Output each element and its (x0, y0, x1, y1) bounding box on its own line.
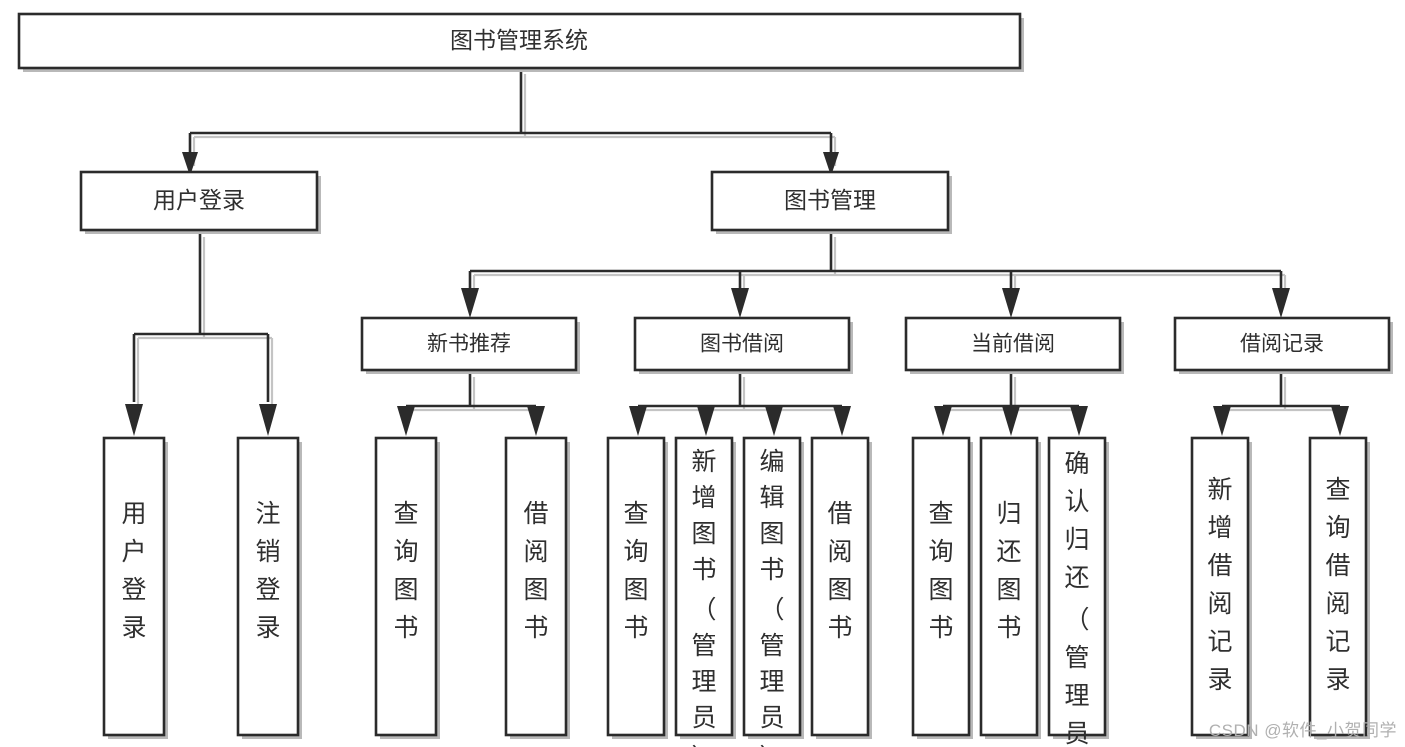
node-leaf-confirm-return[interactable]: 确认归还（管理员） (1047, 436, 1109, 747)
leaf-borrow-book-1-box (504, 436, 568, 737)
arrow-head-borrow-record (1272, 288, 1290, 318)
node-root[interactable]: 图书管理系统 (17, 12, 1024, 72)
arrow-head-leaf-add-record (1213, 406, 1231, 436)
node-book-borrow[interactable]: 图书借阅 (633, 316, 853, 374)
user-login-label: 用户登录 (153, 187, 245, 213)
leaf-user-login-label: 用户登录 (121, 500, 146, 642)
book-manage-label: 图书管理 (784, 187, 876, 213)
node-leaf-borrow-book-1[interactable]: 借阅图书 (504, 436, 570, 739)
node-leaf-user-logout[interactable]: 注销登录 (236, 436, 302, 739)
csdn-watermark: CSDN @软件_小贺同学 (1208, 721, 1397, 740)
leaf-borrow-book-2-label: 借阅图书 (827, 500, 852, 642)
leaf-query-book-3-label: 查询图书 (928, 500, 953, 642)
current-borrow-box (904, 316, 1122, 372)
borrow-record-box (1173, 316, 1391, 372)
connector-root-to-level1 (188, 70, 833, 162)
arrow-head-leaf-borrow-book-2 (833, 406, 851, 436)
arrow-head-book-borrow (731, 288, 749, 318)
arrow-head-leaf-add-book (697, 406, 715, 436)
connector-shadow-root (192, 74, 837, 166)
leaf-edit-book-box (742, 436, 802, 737)
root-label: 图书管理系统 (450, 27, 588, 53)
leaf-user-logout-box (236, 436, 300, 737)
node-book-manage[interactable]: 图书管理 (710, 170, 952, 234)
leaf-borrow-book-2-box (810, 436, 870, 737)
leaf-query-book-2-label: 查询图书 (623, 500, 648, 642)
connector-shadow-book-manage (472, 237, 1287, 294)
leaf-edit-book-label: 编辑图书（管理员） (759, 448, 784, 747)
arrow-head-new-book-rec (461, 288, 479, 318)
book-manage-box (710, 170, 950, 232)
leaf-query-book-1-label: 查询图书 (393, 500, 418, 642)
leaf-user-login-box (102, 436, 166, 737)
node-leaf-add-book[interactable]: 新增图书（管理员） (674, 436, 736, 747)
arrow-head-leaf-confirm-return (1070, 406, 1088, 436)
connectors (125, 70, 1349, 436)
node-borrow-record[interactable]: 借阅记录 (1173, 316, 1393, 374)
leaf-return-book-box (979, 436, 1039, 737)
connector-new-book-rec-to-leaves (404, 373, 538, 412)
leaf-add-record-box (1190, 436, 1250, 737)
arrow-head-book-manage (823, 152, 839, 176)
book-borrow-box (633, 316, 851, 372)
leaf-confirm-return-label: 确认归还（管理员） (1064, 450, 1089, 747)
leaf-return-book-label: 归还图书 (996, 500, 1021, 642)
arrow-head-leaf-query-record (1331, 406, 1349, 436)
arrow-head-leaf-borrow-book-1 (527, 406, 545, 436)
node-current-borrow[interactable]: 当前借阅 (904, 316, 1124, 374)
root-box (17, 12, 1022, 70)
connector-shadow-book-borrow (640, 377, 848, 416)
leaf-query-record-box (1308, 436, 1368, 737)
arrow-head-leaf-user-login (125, 404, 143, 436)
leaf-query-book-3-box (911, 436, 971, 737)
current-borrow-label: 当前借阅 (971, 333, 1055, 356)
node-leaf-query-book-3[interactable]: 查询图书 (911, 436, 973, 739)
connector-book-borrow-to-leaves (636, 373, 844, 412)
connector-user-login-to-leaves (132, 233, 270, 402)
node-new-book-rec[interactable]: 新书推荐 (360, 316, 580, 374)
connector-borrow-record-to-leaves (1220, 373, 1342, 412)
arrow-head-leaf-edit-book (765, 406, 783, 436)
new-book-rec-box (360, 316, 578, 372)
leaf-add-record-label: 新增借阅记录 (1207, 476, 1232, 694)
arrow-head-leaf-query-book-2 (629, 406, 647, 436)
arrow-head-user-login (182, 152, 198, 176)
node-leaf-user-login[interactable]: 用户登录 (102, 436, 168, 739)
leaf-confirm-return-box (1047, 436, 1107, 737)
leaf-borrow-book-1-label: 借阅图书 (523, 500, 548, 642)
user-login-box (79, 170, 319, 232)
connector-shadow-borrow-record (1224, 377, 1346, 416)
node-leaf-edit-book[interactable]: 编辑图书（管理员） (742, 436, 804, 747)
connector-shadow-new-book-rec (408, 377, 542, 416)
leaf-add-book-label: 新增图书（管理员） (691, 448, 716, 747)
connector-shadow-user-login (136, 237, 274, 406)
node-leaf-query-book-1[interactable]: 查询图书 (374, 436, 440, 739)
leaf-query-record-label: 查询借阅记录 (1325, 476, 1350, 694)
book-borrow-label: 图书借阅 (700, 333, 784, 356)
node-leaf-return-book[interactable]: 归还图书 (979, 436, 1041, 739)
arrow-head-leaf-user-logout (259, 404, 277, 436)
arrow-head-leaf-query-book-1 (397, 406, 415, 436)
arrow-head-current-borrow (1002, 288, 1020, 318)
connector-book-manage-to-level2 (468, 233, 1283, 290)
node-leaf-borrow-book-2[interactable]: 借阅图书 (810, 436, 872, 739)
arrow-head-leaf-query-book-3 (934, 406, 952, 436)
borrow-record-label: 借阅记录 (1240, 333, 1324, 356)
node-user-login[interactable]: 用户登录 (79, 170, 321, 234)
node-leaf-query-book-2[interactable]: 查询图书 (606, 436, 668, 739)
leaf-query-book-2-box (606, 436, 666, 737)
node-leaf-add-record[interactable]: 新增借阅记录 (1190, 436, 1252, 739)
arrow-head-leaf-return-book (1002, 406, 1020, 436)
leaf-add-book-box (674, 436, 734, 737)
leaf-user-logout-label: 注销登录 (255, 500, 280, 642)
new-book-rec-label: 新书推荐 (427, 333, 511, 356)
node-leaf-query-record[interactable]: 查询借阅记录 (1308, 436, 1370, 739)
leaf-query-book-1-box (374, 436, 438, 737)
